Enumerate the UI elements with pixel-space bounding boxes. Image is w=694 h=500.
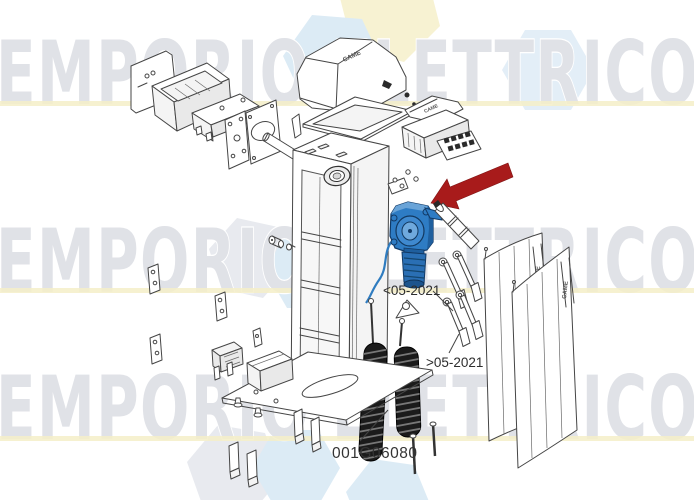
part-guide-tube: [433, 200, 480, 250]
part-base-plate: [221, 351, 434, 488]
label-version-before: <05-2021: [383, 283, 440, 298]
brand-logo-panel-front: CAME: [562, 281, 570, 299]
part-mounting-strips: [147, 263, 263, 365]
part-access-box: [246, 350, 294, 392]
anchor-feet: [228, 408, 322, 488]
gearmotor-wire: [365, 241, 392, 304]
part-spring-anchor: [395, 299, 420, 319]
part-lock-cylinders: [268, 235, 296, 251]
label-version-after: >05-2021: [426, 355, 483, 370]
leader-lines: [359, 290, 460, 442]
spring-pin: [411, 435, 417, 475]
part-gearmotor-highlighted: [365, 201, 443, 304]
part-rubber-stop: [211, 341, 244, 381]
cover-clip: [382, 80, 392, 89]
part-terminal-board: [436, 130, 482, 161]
part-flange-plate: [224, 110, 250, 170]
part-door-panel-front: CAME: [511, 246, 578, 469]
part-main-cover: CAME: [296, 37, 416, 112]
red-arrow-icon: [430, 162, 514, 210]
brand-logo-small-cover: CAME: [423, 103, 439, 115]
part-rollers-early: [438, 250, 483, 309]
part-cover-support: [151, 62, 232, 132]
label-part-code: 001G06080: [332, 445, 418, 462]
spring-pin: [431, 423, 437, 457]
cover-screw: [404, 92, 410, 98]
part-l-bracket: [291, 113, 302, 139]
